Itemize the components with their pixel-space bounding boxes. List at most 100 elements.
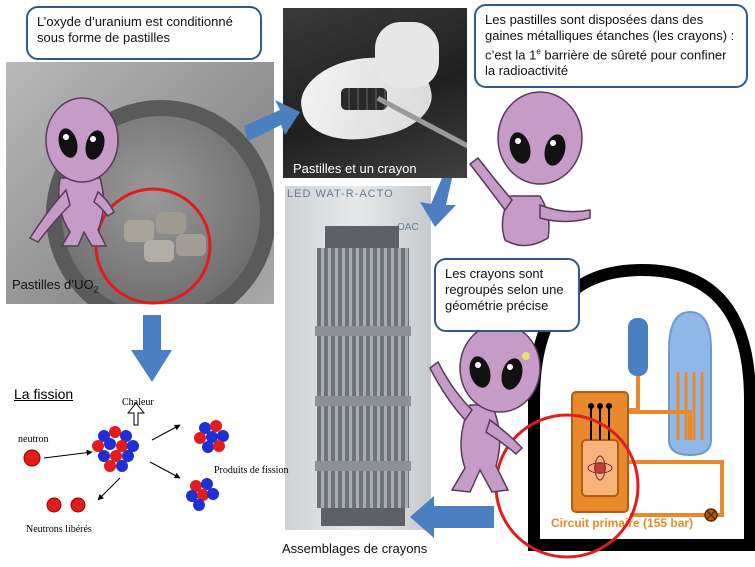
bubble-gaines: Les pastilles sont disposées dans des ga…: [474, 4, 748, 88]
freed-neutron-icon: [70, 497, 86, 513]
arrow-down-icon: [131, 315, 172, 382]
alien-body: [450, 404, 510, 493]
alien-arm: [93, 190, 115, 218]
fission-arrow: [97, 477, 121, 501]
pellet: [156, 212, 186, 234]
alien-eye-shine: [515, 138, 521, 144]
alien-eye-shine: [550, 140, 556, 146]
heat-arrow-icon: [126, 402, 146, 426]
arrow-down-icon: [420, 178, 456, 227]
control-rod-head: [597, 403, 603, 409]
alien-arm: [429, 360, 473, 422]
fission-arrow: [43, 449, 93, 459]
alien-2: [468, 91, 591, 247]
photo-text-banner: LED WAT-R-ACTO: [287, 188, 394, 200]
pump-cross-icon: [706, 510, 716, 520]
pellets-in-hand: [341, 88, 387, 110]
nucleon-icon: [217, 430, 229, 442]
alien-eye: [58, 128, 78, 158]
nucleon-icon: [120, 430, 132, 442]
alien-eye-shine: [507, 364, 513, 370]
photo-assemblage: LED WAT-R-ACTO OAC: [285, 186, 431, 530]
nucleon-icon: [122, 450, 134, 462]
fission-arrow: [151, 424, 181, 441]
nucleon-icon: [186, 490, 198, 502]
label-neutron: neutron: [18, 434, 49, 445]
alien-eye-shine: [63, 134, 69, 140]
label-produits-fission: Produits de fission: [214, 465, 289, 476]
nucleon-icon: [207, 488, 219, 500]
alien-arm: [28, 188, 71, 243]
nucleon-icon: [206, 431, 218, 443]
caption-assemblages: Assemblages de crayons: [282, 541, 428, 556]
fission-arrow: [149, 461, 181, 479]
glove-fingers: [375, 22, 439, 88]
nucleon-icon: [98, 450, 110, 462]
alien-head: [45, 97, 119, 183]
arrow-left-icon: [410, 496, 494, 538]
neutron-icon: [23, 449, 41, 467]
alien-arm: [468, 156, 513, 212]
nucleon-icon: [201, 478, 213, 490]
nucleon-icon: [127, 440, 139, 452]
pellet: [144, 240, 174, 262]
nucleon-icon: [104, 438, 116, 450]
primary-loop: [628, 410, 724, 517]
nucleon-icon: [116, 440, 128, 452]
alien-3: [429, 323, 541, 493]
alien-spot: [522, 352, 530, 360]
photo-text-side: OAC: [397, 222, 419, 233]
nucleon-icon: [213, 440, 225, 452]
alien-arm: [485, 418, 524, 456]
pellet: [176, 234, 206, 256]
alien-eye: [509, 132, 531, 164]
nucleon-icon: [92, 440, 104, 452]
alien-body: [58, 177, 108, 247]
atom-orbit-icon: [587, 462, 613, 474]
nucleon-icon: [110, 450, 122, 462]
photo-pastilles-crayon: Pastilles et un crayon: [283, 8, 467, 178]
reactor-label: Circuit primaire (155 bar): [551, 516, 694, 530]
nucleon-icon: [193, 499, 205, 511]
label-neutrons-liberes: Neutrons libérés: [26, 524, 92, 535]
assembly-top: [325, 226, 399, 248]
atom-nucleus-icon: [594, 462, 606, 474]
pressurizer: [628, 318, 648, 376]
bubble-uranium: L’oxyde d’uranium est conditionné sous f…: [26, 6, 262, 60]
alien-eye-shine: [475, 362, 481, 368]
bubble-crayons: Les crayons sont regroupés selon une géo…: [434, 258, 580, 332]
alien-eye: [469, 356, 491, 388]
alien-1: [28, 97, 119, 247]
assembly-grid: [315, 461, 411, 471]
control-rod-head: [588, 403, 594, 409]
alien-eye: [85, 130, 105, 160]
freed-neutron-icon: [46, 497, 62, 513]
atom-orbit-icon: [594, 455, 606, 481]
nucleon-icon: [210, 420, 222, 432]
fission-title: La fission: [14, 386, 74, 402]
steam-generator-tubes: [676, 372, 704, 440]
assembly-bottom: [321, 508, 405, 526]
control-rod-head: [606, 403, 612, 409]
nucleon-icon: [116, 460, 128, 472]
nucleon-icon: [104, 460, 116, 472]
label-chaleur: Chaleur: [122, 397, 154, 408]
alien-eye: [544, 134, 566, 166]
nucleon-icon: [194, 432, 206, 444]
alien-arm: [539, 203, 591, 223]
nucleon-icon: [109, 426, 121, 438]
nucleon-icon: [199, 422, 211, 434]
caption-pastilles-crayon: Pastilles et un crayon: [293, 161, 417, 176]
nucleon-icon: [190, 480, 202, 492]
nucleon-icon: [202, 441, 214, 453]
nucleon-icon: [197, 489, 209, 501]
assembly-grid: [315, 326, 411, 336]
caption-pastilles-uo2: Pastilles d’UO2: [12, 277, 99, 295]
alien-eye: [501, 358, 523, 390]
alien-eye-shine: [90, 136, 96, 142]
arrow-right-icon: [244, 100, 300, 141]
